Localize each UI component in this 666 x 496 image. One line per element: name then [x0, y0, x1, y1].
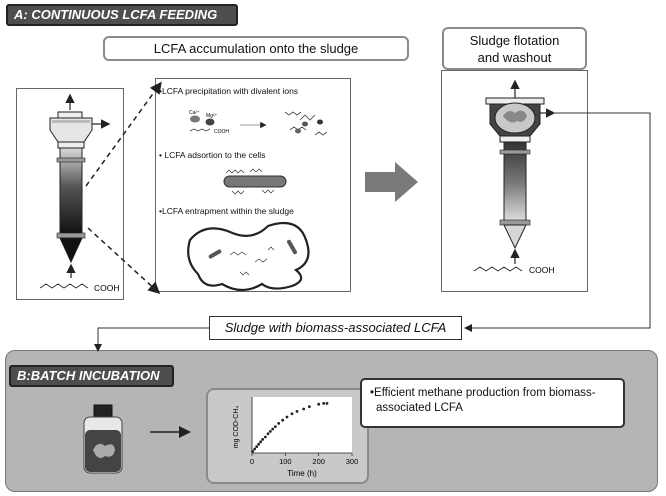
mechanism-precipitation: •LCFA precipitation with divalent ions [159, 86, 299, 96]
entrapment-illustration [187, 222, 310, 292]
link-label: Sludge with biomass-associated LCFA [224, 320, 447, 335]
x-tick-label: 200 [312, 457, 325, 466]
precipitation-illustration: Ca²⁺ Mg²⁺ COOH [189, 110, 328, 136]
lcfa-chain-flotation [473, 266, 523, 272]
data-point [325, 402, 329, 405]
mechanism-adsorption: • LCFA adsortion to the cells [159, 150, 266, 160]
plot-area [252, 397, 352, 453]
data-point [307, 405, 311, 408]
data-point [285, 415, 289, 419]
data-point [263, 435, 267, 439]
data-point [257, 442, 261, 446]
x-tick-label: 300 [346, 457, 359, 466]
uasb-reactor-left: COOH [39, 93, 120, 293]
data-point [251, 450, 255, 453]
flotation-cooh-label: COOH [529, 265, 555, 275]
x-tick-label: 0 [250, 457, 254, 466]
data-point [322, 402, 326, 405]
feed-cooh-label: COOH [94, 283, 120, 293]
lcfa-chain-feed [39, 283, 89, 289]
data-point [259, 440, 263, 444]
accumulation-title-box: LCFA accumulation onto the sludge [103, 36, 409, 61]
data-point [290, 412, 294, 416]
section-b-banner: B:BATCH INCUBATION [9, 365, 174, 387]
data-point [255, 445, 259, 448]
data-point [273, 425, 277, 428]
result-box: •Efficient methane production from bioma… [360, 378, 625, 428]
flotation-title-line1: Sludge flotation [469, 33, 560, 48]
data-point [253, 447, 257, 451]
data-point [261, 438, 265, 441]
process-arrow [365, 162, 418, 202]
callout-top [85, 81, 162, 187]
data-point [268, 430, 272, 433]
data-point [277, 422, 281, 425]
flotation-title-box: Sludge flotation and washout [442, 27, 587, 70]
adsorption-illustration [223, 168, 287, 195]
chart-ylabel: mg COD-CH₄ [233, 406, 240, 449]
precip-cooh-label: COOH [214, 129, 229, 135]
flotation-title-line2: and washout [477, 50, 552, 65]
data-point [281, 418, 285, 422]
data-point [295, 410, 299, 413]
uasb-reactor-flotation: COOH [473, 79, 556, 275]
result-line1: •Efficient methane production from bioma… [370, 387, 596, 399]
callout-bottom [87, 227, 161, 295]
batch-bottle [83, 404, 123, 474]
chart-xlabel: Time (h) [287, 469, 317, 478]
section-a-banner: A: CONTINUOUS LCFA FEEDING [6, 4, 238, 26]
x-tick-label: 100 [279, 457, 292, 466]
data-point [271, 427, 275, 431]
data-point [302, 407, 306, 411]
ion-label-1: Ca²⁺ [189, 110, 200, 116]
mechanism-entrapment: •LCFA entrapment within the sludge [159, 206, 294, 216]
data-point [317, 402, 321, 406]
ion-label-2: Mg²⁺ [206, 113, 218, 119]
result-line2: associated LCFA [376, 402, 463, 414]
accumulation-title: LCFA accumulation onto the sludge [153, 41, 359, 56]
link-label-box: Sludge with biomass-associated LCFA [209, 316, 462, 340]
transfer-connector [94, 327, 209, 352]
methane-chart: 0 100 200 300 Time (h) mg COD-CH₄ [233, 397, 358, 478]
washout-connector [464, 112, 651, 332]
data-point [266, 432, 270, 436]
